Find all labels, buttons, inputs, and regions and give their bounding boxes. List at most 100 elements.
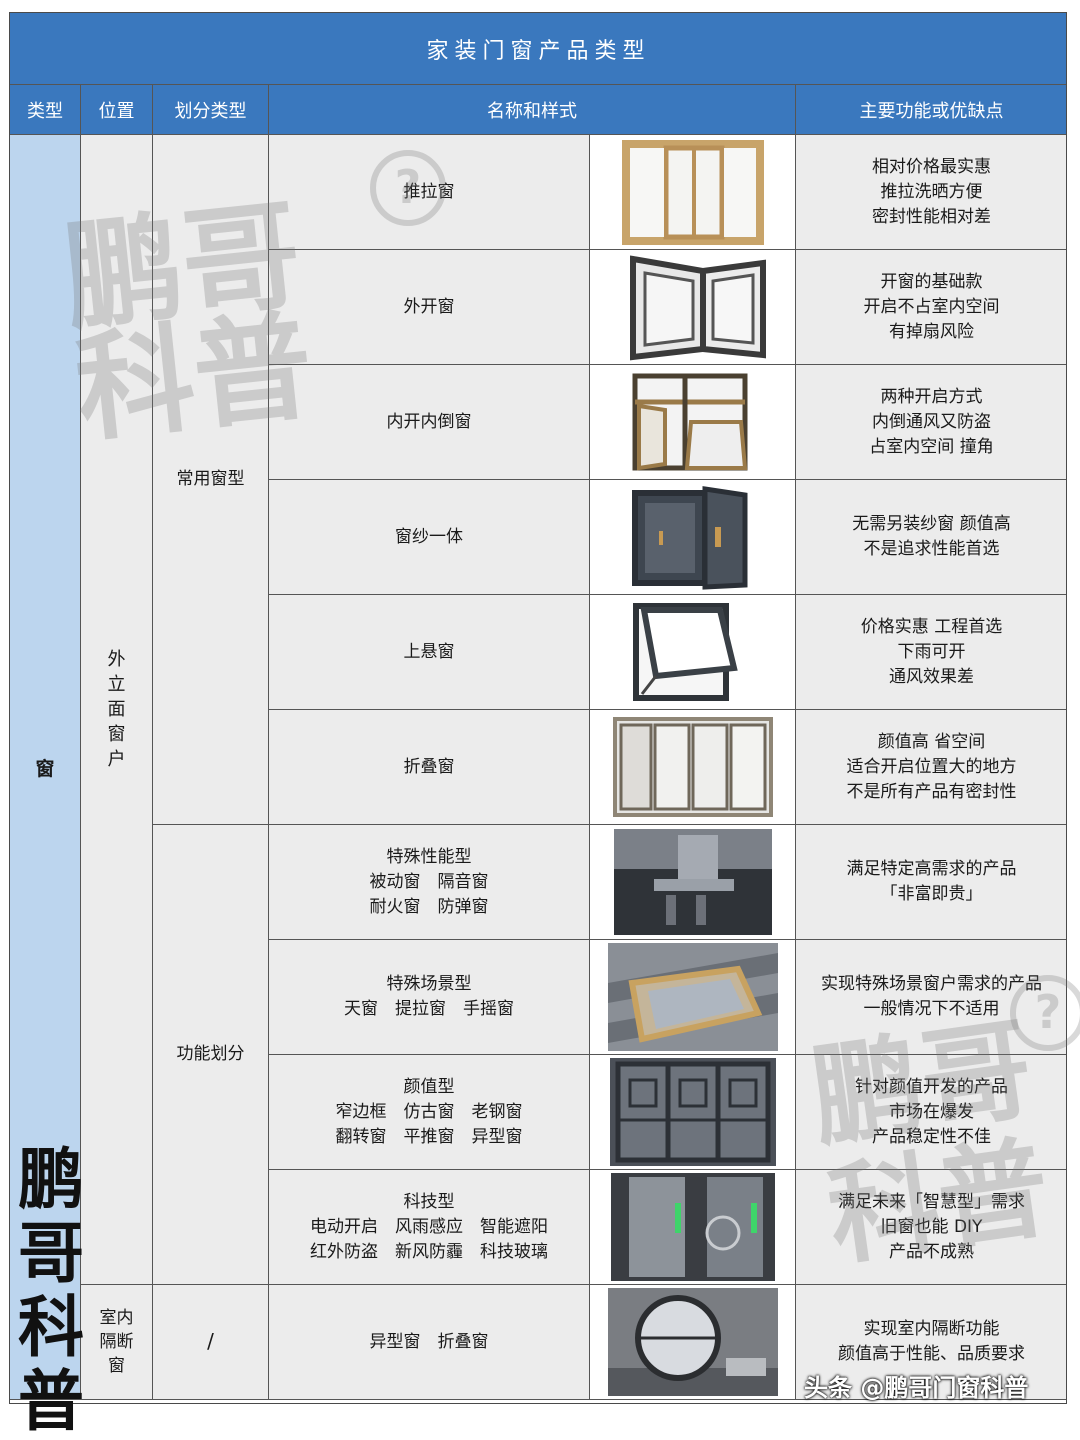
sliding-window-image bbox=[621, 139, 764, 245]
position-interior-label: 室内隔断窗 bbox=[99, 1308, 134, 1376]
feature-line: 开窗的基础款 bbox=[880, 271, 983, 292]
header-category: 划分类型 bbox=[152, 84, 269, 135]
category-function-label: 功能划分 bbox=[176, 1044, 245, 1064]
feature-line: 占室内空间 撞角 bbox=[869, 436, 994, 457]
row-features-cell: 相对价格最实惠 推拉洗晒方便 密封性能相对差 bbox=[794, 134, 1066, 250]
lattice-window-image bbox=[609, 1058, 776, 1166]
round-window-image bbox=[607, 1288, 778, 1396]
row-features-cell: 满足未来「智慧型」需求 旧窗也能 DIY 产品不成熟 bbox=[794, 1169, 1066, 1285]
feature-line: 旧窗也能 DIY bbox=[880, 1216, 983, 1237]
skylight-image bbox=[607, 943, 778, 1051]
feature-line: 市场在爆发 bbox=[889, 1101, 974, 1122]
row-image-cell bbox=[589, 824, 796, 940]
row-features-cell: 满足特定高需求的产品 「非富即贵」 bbox=[794, 824, 1066, 940]
product-table: 家装门窗产品类型 类型 位置 划分类型 名称和样式 主要功能或优缺点 窗 外立面… bbox=[10, 13, 1066, 1400]
position-interior-cell: 室内隔断窗 bbox=[80, 1284, 153, 1400]
row-features-cell: 颜值高 省空间 适合开启位置大的地方 不是所有产品有密封性 bbox=[794, 709, 1066, 825]
row-image-cell bbox=[589, 1284, 796, 1400]
row-image-cell bbox=[589, 1054, 796, 1170]
category-common-label: 常用窗型 bbox=[176, 469, 245, 489]
product-table-frame: 家装门窗产品类型 类型 位置 划分类型 名称和样式 主要功能或优缺点 窗 外立面… bbox=[9, 12, 1067, 1404]
row-features-cell: 无需另装纱窗 颜值高 不是追求性能首选 bbox=[794, 479, 1066, 595]
row-name: 内开内倒窗 bbox=[386, 411, 472, 432]
row-name: 红外防盗 新风防霾 科技玻璃 bbox=[310, 1241, 548, 1262]
row-name-cell: 特殊场景型 天窗 提拉窗 手摇窗 bbox=[268, 939, 590, 1055]
feature-line: 通风效果差 bbox=[889, 666, 974, 687]
header-name: 名称和样式 bbox=[268, 84, 796, 135]
row-features-cell: 针对颜值开发的产品 市场在爆发 产品稳定性不佳 bbox=[794, 1054, 1066, 1170]
row-features-cell: 两种开启方式 内倒通风又防盗 占室内空间 撞角 bbox=[794, 364, 1066, 480]
tilt-turn-window-image bbox=[632, 373, 747, 471]
type-label: 窗 bbox=[35, 757, 55, 780]
feature-line: 相对价格最实惠 bbox=[872, 156, 991, 177]
row-name: 耐火窗 防弹窗 bbox=[369, 896, 489, 917]
row-image-cell bbox=[589, 1169, 796, 1285]
feature-line: 实现室内隔断功能 bbox=[863, 1319, 1000, 1339]
question-mark-icon: ? bbox=[370, 150, 446, 226]
smart-window-image bbox=[610, 1173, 775, 1281]
row-image-cell bbox=[589, 134, 796, 250]
row-name: 上悬窗 bbox=[403, 641, 455, 662]
row-name: 被动窗 隔音窗 bbox=[369, 871, 489, 892]
row-name-cell: 科技型 电动开启 风雨感应 智能遮阳 红外防盗 新风防霾 科技玻璃 bbox=[268, 1169, 590, 1285]
row-image-cell bbox=[589, 479, 796, 595]
question-mark-icon: ? bbox=[1010, 975, 1080, 1051]
feature-line: 满足特定高需求的产品 bbox=[846, 859, 1017, 879]
row-name-cell: 异型窗 折叠窗 bbox=[268, 1284, 590, 1400]
feature-line: 满足未来「智慧型」需求 bbox=[838, 1191, 1025, 1212]
feature-line: 下雨可开 bbox=[897, 641, 966, 662]
brand-logo: 鹏哥科普 bbox=[18, 1140, 94, 1440]
screen-window-image bbox=[631, 486, 747, 590]
row-name-cell: 特殊性能型 被动窗 隔音窗 耐火窗 防弹窗 bbox=[268, 824, 590, 940]
feature-line: 颜值高 省空间 bbox=[877, 731, 986, 752]
feature-line: 开启不占室内空间 bbox=[863, 296, 1000, 317]
category-none-cell: / bbox=[152, 1284, 269, 1400]
feature-line: 产品稳定性不佳 bbox=[872, 1126, 991, 1147]
category-none-label: / bbox=[207, 1328, 214, 1353]
row-name: 科技型 bbox=[403, 1191, 455, 1212]
row-features-cell: 价格实惠 工程首选 下雨可开 通风效果差 bbox=[794, 594, 1066, 710]
row-features-cell: 开窗的基础款 开启不占室内空间 有掉扇风险 bbox=[794, 249, 1066, 365]
row-name-cell: 颜值型 窄边框 仿古窗 老钢窗 翻转窗 平推窗 异型窗 bbox=[268, 1054, 590, 1170]
row-name: 窗纱一体 bbox=[395, 526, 463, 547]
folding-window-image bbox=[612, 717, 773, 817]
row-name-cell: 上悬窗 bbox=[268, 594, 590, 710]
row-name: 窄边框 仿古窗 老钢窗 bbox=[335, 1101, 523, 1122]
feature-line: 推拉洗晒方便 bbox=[880, 181, 983, 202]
feature-line: 实现特殊场景窗户需求的产品 bbox=[821, 974, 1042, 994]
header-position: 位置 bbox=[80, 84, 153, 135]
row-name-cell: 内开内倒窗 bbox=[268, 364, 590, 480]
feature-line: 不是追求性能首选 bbox=[863, 539, 1000, 559]
row-name: 天窗 提拉窗 手摇窗 bbox=[344, 999, 514, 1019]
row-features-cell: 实现室内隔断功能 颜值高于性能、品质要求 bbox=[794, 1284, 1066, 1400]
category-function-cell: 功能划分 bbox=[152, 824, 269, 1285]
row-image-cell bbox=[589, 364, 796, 480]
header-type: 类型 bbox=[10, 84, 81, 135]
row-name: 特殊场景型 bbox=[386, 974, 472, 994]
row-name: 异型窗 折叠窗 bbox=[369, 1331, 489, 1352]
feature-line: 针对颜值开发的产品 bbox=[855, 1076, 1008, 1097]
row-image-cell bbox=[589, 249, 796, 365]
row-image-cell bbox=[589, 594, 796, 710]
type-cell: 窗 bbox=[10, 134, 81, 1400]
casement-window-image bbox=[629, 255, 766, 361]
feature-line: 有掉扇风险 bbox=[889, 321, 974, 342]
feature-line: 一般情况下不适用 bbox=[863, 999, 1000, 1019]
row-name: 外开窗 bbox=[403, 296, 455, 317]
row-name: 折叠窗 bbox=[403, 756, 455, 777]
feature-line: 不是所有产品有密封性 bbox=[846, 781, 1017, 802]
row-name-cell: 外开窗 bbox=[268, 249, 590, 365]
position-exterior-label: 外立面窗户 bbox=[107, 649, 126, 770]
row-name-cell: 折叠窗 bbox=[268, 709, 590, 825]
position-exterior-cell: 外立面窗户 bbox=[80, 134, 153, 1285]
footer-credit: 头条 @鹏哥门窗科普 bbox=[804, 1374, 1029, 1402]
row-name: 电动开启 风雨感应 智能遮阳 bbox=[310, 1216, 548, 1237]
table-title: 家装门窗产品类型 bbox=[10, 13, 1066, 85]
feature-line: 两种开启方式 bbox=[880, 386, 983, 407]
feature-line: 密封性能相对差 bbox=[872, 206, 991, 227]
feature-line: 无需另装纱窗 颜值高 bbox=[852, 514, 1011, 534]
header-features: 主要功能或优缺点 bbox=[794, 84, 1066, 135]
feature-line: 产品不成熟 bbox=[889, 1241, 974, 1262]
feature-line: 内倒通风又防盗 bbox=[872, 411, 991, 432]
awning-window-image bbox=[632, 603, 738, 701]
